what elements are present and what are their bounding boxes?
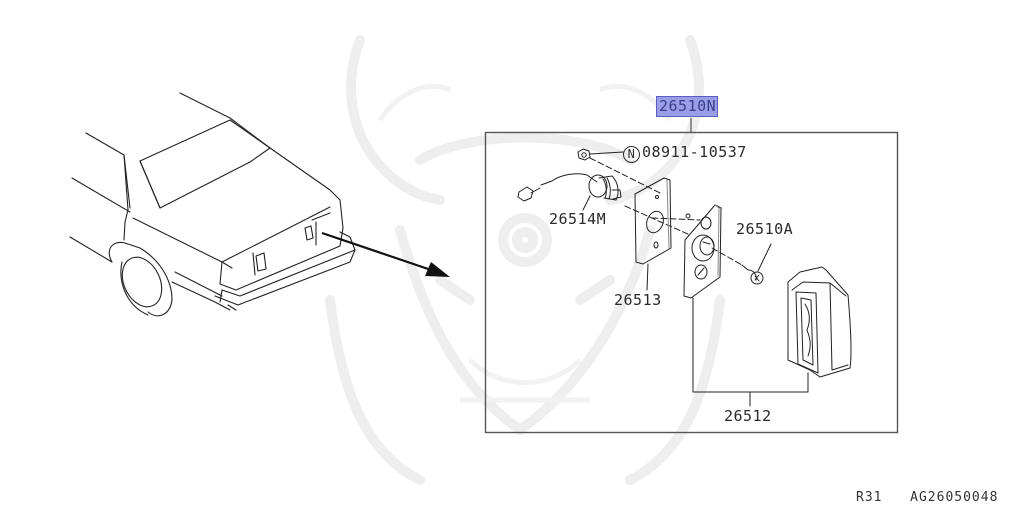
arrow-head-icon <box>425 262 450 277</box>
lens-housing-icon <box>787 266 852 378</box>
bulb-socket-icon <box>588 174 622 201</box>
bulb-icon <box>741 264 764 285</box>
part-number-main[interactable]: 26510N <box>656 96 719 117</box>
callout-bulb[interactable]: 26510A <box>736 220 794 238</box>
n-symbol-icon: N <box>623 146 640 163</box>
diagram-code: AG26050048 <box>910 490 999 505</box>
footer-codes: R31 AG26050048 <box>856 491 998 504</box>
location-arrow <box>321 231 438 274</box>
gasket-icon <box>634 177 672 265</box>
callout-gasket[interactable]: 26513 <box>614 291 662 309</box>
assembly-box <box>484 131 899 434</box>
model-code: R31 <box>856 490 883 505</box>
part-number-nut: 08911-10537 <box>642 143 747 161</box>
nut-icon <box>577 148 591 161</box>
callout-socket[interactable]: 26514M <box>549 210 607 228</box>
callout-lens-housing[interactable]: 26512 <box>724 407 772 425</box>
connector-icon <box>517 173 598 202</box>
lamp-base-plate-icon <box>683 204 722 299</box>
